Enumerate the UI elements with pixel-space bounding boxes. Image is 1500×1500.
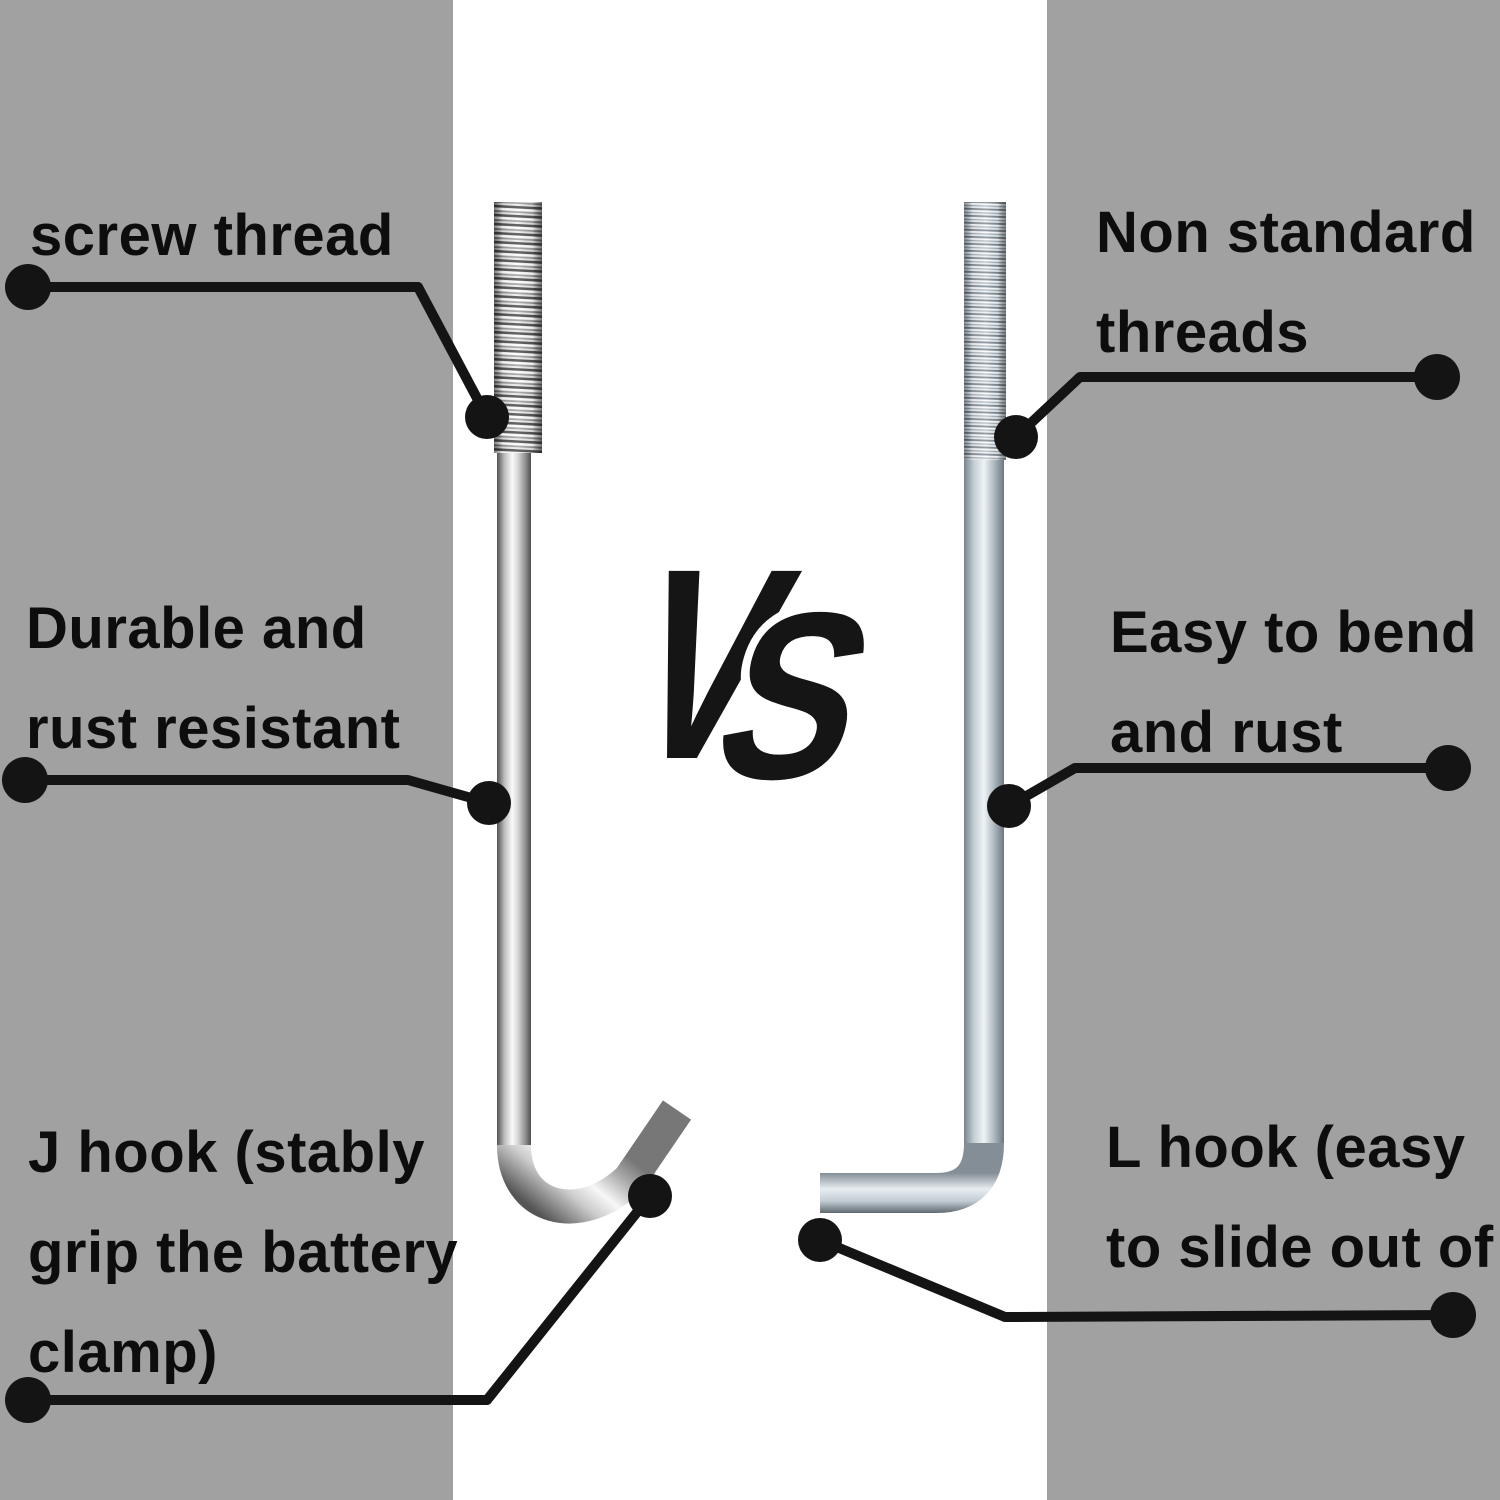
label-line: grip the battery [28, 1220, 459, 1285]
vs-badge: V S S [597, 512, 909, 838]
label-line: Easy to bend [1110, 600, 1477, 665]
label-easy-to-bend-and-rust: Easy to bend and rust [1110, 583, 1477, 783]
l-hook-non-standard-thread [964, 202, 1006, 460]
label-line: screw thread [30, 203, 394, 268]
j-hook-bolt-image [494, 202, 692, 1224]
label-line: and rust [1110, 700, 1343, 765]
j-hook-curve [497, 1100, 692, 1224]
label-screw-thread: screw thread [30, 186, 394, 286]
label-line: rust resistant [26, 696, 401, 761]
label-j-hook: J hook (stably grip the battery clamp) [28, 1103, 458, 1403]
label-line: Non standard [1096, 200, 1476, 265]
label-line: J hook (stably [28, 1120, 425, 1185]
label-line: threads [1096, 300, 1310, 365]
label-line: clamp) [28, 1320, 218, 1385]
label-line: L hook (easy [1106, 1115, 1466, 1180]
l-hook-bend [820, 1142, 1004, 1213]
j-hook-screw-thread [494, 202, 542, 453]
label-durable-rust-resistant: Durable and rust resistant [26, 579, 400, 779]
label-line: Durable and [26, 596, 367, 661]
label-line: to slide out of [1106, 1215, 1494, 1280]
label-non-standard-threads: Non standard threads [1096, 183, 1476, 383]
label-l-hook: L hook (easy to slide out of [1106, 1098, 1494, 1298]
